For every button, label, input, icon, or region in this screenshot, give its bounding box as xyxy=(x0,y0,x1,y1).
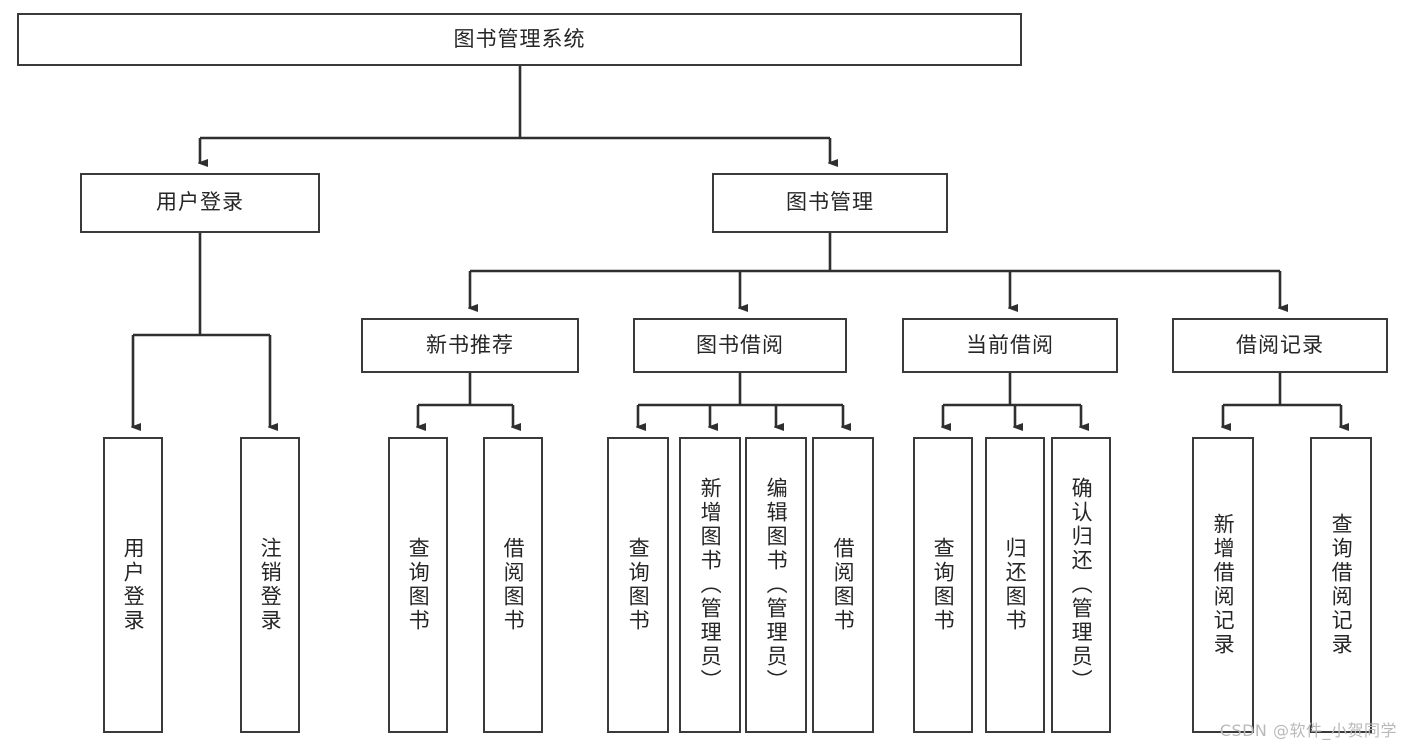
node-leaf-query-borrow-record[interactable]: 查询借阅记录 xyxy=(1310,437,1372,733)
node-label: 查询图书 xyxy=(931,537,956,633)
node-leaf-edit-book-admin[interactable]: 编辑图书（管理员） xyxy=(745,437,807,733)
node-leaf-query-book-borrow[interactable]: 查询图书 xyxy=(607,437,669,733)
node-leaf-return-book[interactable]: 归还图书 xyxy=(985,437,1045,733)
node-label: 查询借阅记录 xyxy=(1329,513,1354,657)
node-label: 图书借阅 xyxy=(696,332,784,357)
node-leaf-user-login[interactable]: 用户登录 xyxy=(103,437,163,733)
node-label: 用户登录 xyxy=(156,190,244,215)
node-label: 注销登录 xyxy=(258,537,283,633)
node-leaf-query-book-recommend[interactable]: 查询图书 xyxy=(388,437,448,733)
watermark: CSDN @软件_小贺同学 xyxy=(1219,721,1397,740)
node-leaf-add-book-admin[interactable]: 新增图书（管理员） xyxy=(679,437,741,733)
node-label: 查询图书 xyxy=(406,537,431,633)
node-current-borrow[interactable]: 当前借阅 xyxy=(902,318,1118,373)
node-label: 编辑图书（管理员） xyxy=(764,477,789,693)
node-label: 借阅图书 xyxy=(831,537,856,633)
node-new-book-recommend[interactable]: 新书推荐 xyxy=(361,318,579,373)
node-label: 确认归还（管理员） xyxy=(1069,477,1094,693)
node-label: 新增图书（管理员） xyxy=(698,477,723,693)
node-leaf-borrow-book-recommend[interactable]: 借阅图书 xyxy=(483,437,543,733)
node-label: 图书管理 xyxy=(786,190,874,215)
node-label: 图书管理系统 xyxy=(453,26,586,51)
node-label: 用户登录 xyxy=(121,537,146,633)
node-label: 借阅图书 xyxy=(501,537,526,633)
node-leaf-query-book-current[interactable]: 查询图书 xyxy=(913,437,973,733)
node-label: 新书推荐 xyxy=(426,332,514,357)
node-book-borrow[interactable]: 图书借阅 xyxy=(633,318,847,373)
node-leaf-borrow-book[interactable]: 借阅图书 xyxy=(812,437,874,733)
node-book-manage[interactable]: 图书管理 xyxy=(712,173,948,233)
node-root-system[interactable]: 图书管理系统 xyxy=(17,13,1022,66)
node-label: 新增借阅记录 xyxy=(1211,513,1236,657)
node-label: 当前借阅 xyxy=(966,332,1054,357)
node-borrow-record[interactable]: 借阅记录 xyxy=(1172,318,1388,373)
node-label: 借阅记录 xyxy=(1236,332,1324,357)
node-user-login[interactable]: 用户登录 xyxy=(80,173,320,233)
node-label: 归还图书 xyxy=(1003,537,1028,633)
node-leaf-confirm-return-admin[interactable]: 确认归还（管理员） xyxy=(1051,437,1111,733)
node-label: 查询图书 xyxy=(626,537,651,633)
node-leaf-add-borrow-record[interactable]: 新增借阅记录 xyxy=(1192,437,1254,733)
node-leaf-logout[interactable]: 注销登录 xyxy=(240,437,300,733)
